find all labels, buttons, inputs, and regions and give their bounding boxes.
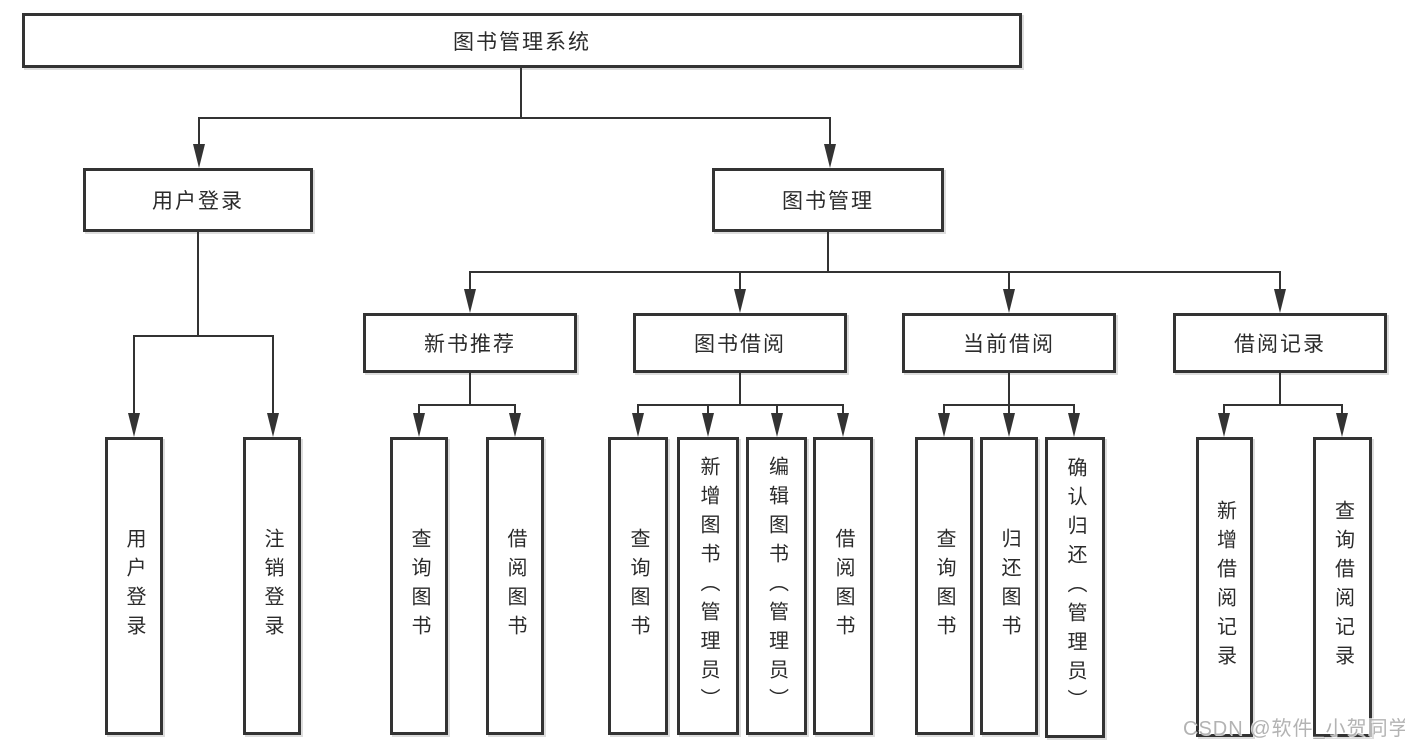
node-label: 借阅图书 [504, 528, 526, 644]
connector-drop-logout-leaf [272, 335, 274, 415]
arrow-down-icon [1068, 413, 1080, 437]
connector-book-management-stem [827, 232, 829, 273]
arrow-down-icon [771, 413, 783, 437]
node-logout: 注销登录 [243, 437, 301, 735]
arrow-down-icon [128, 413, 140, 437]
node-label: 借阅图书 [832, 528, 854, 644]
connector-book-borrowing-crossbar [637, 404, 844, 406]
node-user-login: 用户登录 [83, 168, 313, 232]
node-label: 图书管理系统 [453, 30, 591, 54]
arrow-down-icon [734, 289, 746, 313]
node-return-books: 归还图书 [980, 437, 1038, 735]
node-label: 借阅记录 [1234, 333, 1326, 356]
connector-new-book-stem [469, 373, 471, 406]
node-label: 编辑图书（管理员） [765, 455, 788, 717]
connector-new-book-crossbar [418, 404, 516, 406]
arrow-down-icon [632, 413, 644, 437]
node-label: 用户登录 [123, 528, 145, 644]
node-label: 新书推荐 [424, 333, 516, 356]
node-label: 新增图书（管理员） [697, 455, 719, 717]
node-library-management-system: 图书管理系统 [22, 13, 1022, 68]
node-confirm-return-admin: 确认归还（管理员） [1045, 437, 1105, 738]
arrow-down-icon [1003, 413, 1015, 437]
connector-drop [637, 404, 639, 416]
node-query-books-borrowing: 查询图书 [608, 437, 668, 735]
connector-borrowing-records-crossbar [1223, 404, 1343, 406]
node-query-books-current: 查询图书 [915, 437, 973, 735]
connector-root-stem [520, 68, 522, 119]
node-query-borrow-record: 查询借阅记录 [1313, 437, 1372, 737]
node-label: 图书借阅 [694, 333, 786, 356]
connector-root-crossbar [198, 117, 831, 119]
node-book-borrowing: 图书借阅 [633, 313, 847, 373]
connector-drop-book-borrowing [739, 271, 741, 293]
arrow-down-icon [464, 289, 476, 313]
connector-drop [1223, 404, 1225, 416]
node-add-book-admin: 新增图书（管理员） [677, 437, 739, 735]
arrow-down-icon [1003, 289, 1015, 313]
connector-drop [1073, 404, 1075, 416]
connector-book-borrowing-stem [739, 373, 741, 406]
node-label: 查询图书 [408, 528, 430, 644]
connector-book-management-crossbar [469, 271, 1281, 273]
arrow-down-icon [193, 144, 205, 168]
node-user-login-action: 用户登录 [105, 437, 163, 735]
node-book-management: 图书管理 [712, 168, 944, 232]
arrow-down-icon [702, 413, 714, 437]
node-label: 查询借阅记录 [1331, 500, 1354, 674]
node-borrow-books-recommend: 借阅图书 [486, 437, 544, 735]
watermark: CSDN @软件_小贺同学 [1183, 718, 1405, 740]
node-current-borrowing: 当前借阅 [902, 313, 1116, 373]
connector-drop [1341, 404, 1343, 416]
connector-drop [1008, 404, 1010, 416]
arrow-down-icon [1218, 413, 1230, 437]
arrow-down-icon [938, 413, 950, 437]
node-label: 确认归还（管理员） [1064, 457, 1086, 718]
connector-drop [776, 404, 778, 416]
connector-drop [514, 404, 516, 416]
node-label: 图书管理 [782, 190, 874, 213]
arrow-down-icon [824, 144, 836, 168]
connector-drop [707, 404, 709, 416]
connector-drop-borrowing-records [1279, 271, 1281, 293]
node-add-borrow-record: 新增借阅记录 [1196, 437, 1253, 737]
connector-drop-login-leaf [133, 335, 135, 415]
node-label: 查询图书 [933, 528, 955, 644]
node-label: 用户登录 [152, 190, 244, 213]
arrow-down-icon [413, 413, 425, 437]
connector-drop-user-login [198, 117, 200, 147]
node-label: 注销登录 [261, 528, 283, 644]
node-borrowing-records: 借阅记录 [1173, 313, 1387, 373]
node-label: 查询图书 [627, 528, 649, 644]
connector-drop-current-borrowing [1008, 271, 1010, 293]
connector-user-login-stem [197, 232, 199, 337]
node-label: 当前借阅 [963, 333, 1055, 356]
node-borrow-books: 借阅图书 [813, 437, 873, 735]
node-label: 归还图书 [998, 528, 1020, 644]
connector-user-login-crossbar [133, 335, 274, 337]
node-new-book-recommendation: 新书推荐 [363, 313, 577, 373]
connector-drop-new-book [469, 271, 471, 293]
node-query-books-recommend: 查询图书 [390, 437, 448, 735]
connector-borrowing-records-stem [1279, 373, 1281, 406]
connector-drop [943, 404, 945, 416]
node-edit-book-admin: 编辑图书（管理员） [746, 437, 807, 735]
connector-current-borrowing-stem [1008, 373, 1010, 406]
arrow-down-icon [509, 413, 521, 437]
arrow-down-icon [837, 413, 849, 437]
connector-drop [842, 404, 844, 416]
connector-drop-book-management [829, 117, 831, 147]
arrow-down-icon [1336, 413, 1348, 437]
arrow-down-icon [1274, 289, 1286, 313]
connector-drop [418, 404, 420, 416]
arrow-down-icon [267, 413, 279, 437]
node-label: 新增借阅记录 [1213, 500, 1236, 674]
